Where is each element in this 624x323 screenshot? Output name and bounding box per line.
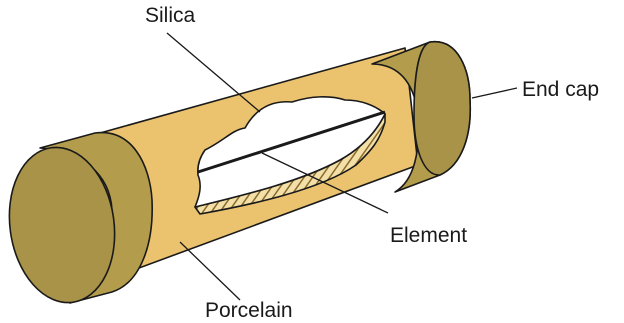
porcelain-label: Porcelain	[205, 299, 293, 322]
left-end-cap	[0, 133, 152, 310]
silica-label: Silica	[145, 4, 196, 27]
porcelain-leader	[180, 242, 240, 300]
element-label: Element	[390, 224, 467, 247]
silica-leader	[167, 33, 260, 112]
end-cap-label: End cap	[522, 78, 599, 101]
end-cap-leader	[472, 88, 517, 98]
